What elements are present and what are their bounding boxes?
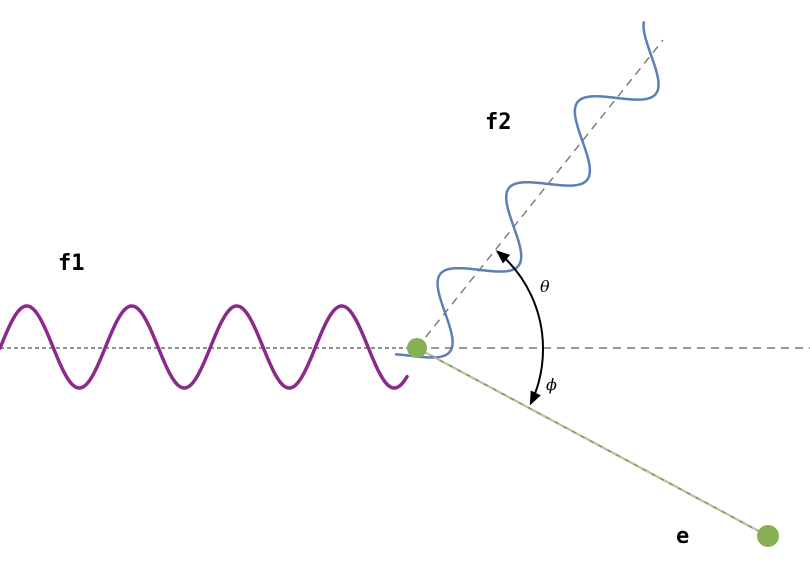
label-f2: f2 — [485, 110, 512, 135]
electron-recoil-path-dash — [416, 347, 769, 537]
scattered-wave — [394, 21, 660, 359]
scattered-wave-direction-line — [416, 39, 664, 349]
label-f1: f1 — [58, 251, 85, 276]
theta-angle-arrow — [495, 250, 544, 349]
label-theta: θ — [540, 277, 550, 296]
phi-angle-arrow — [529, 347, 545, 406]
scattered-electron — [757, 525, 779, 547]
collision-electron — [407, 338, 427, 358]
incident-wave — [0, 304, 409, 390]
label-e: e — [676, 524, 689, 549]
label-phi: ϕ — [546, 375, 557, 394]
